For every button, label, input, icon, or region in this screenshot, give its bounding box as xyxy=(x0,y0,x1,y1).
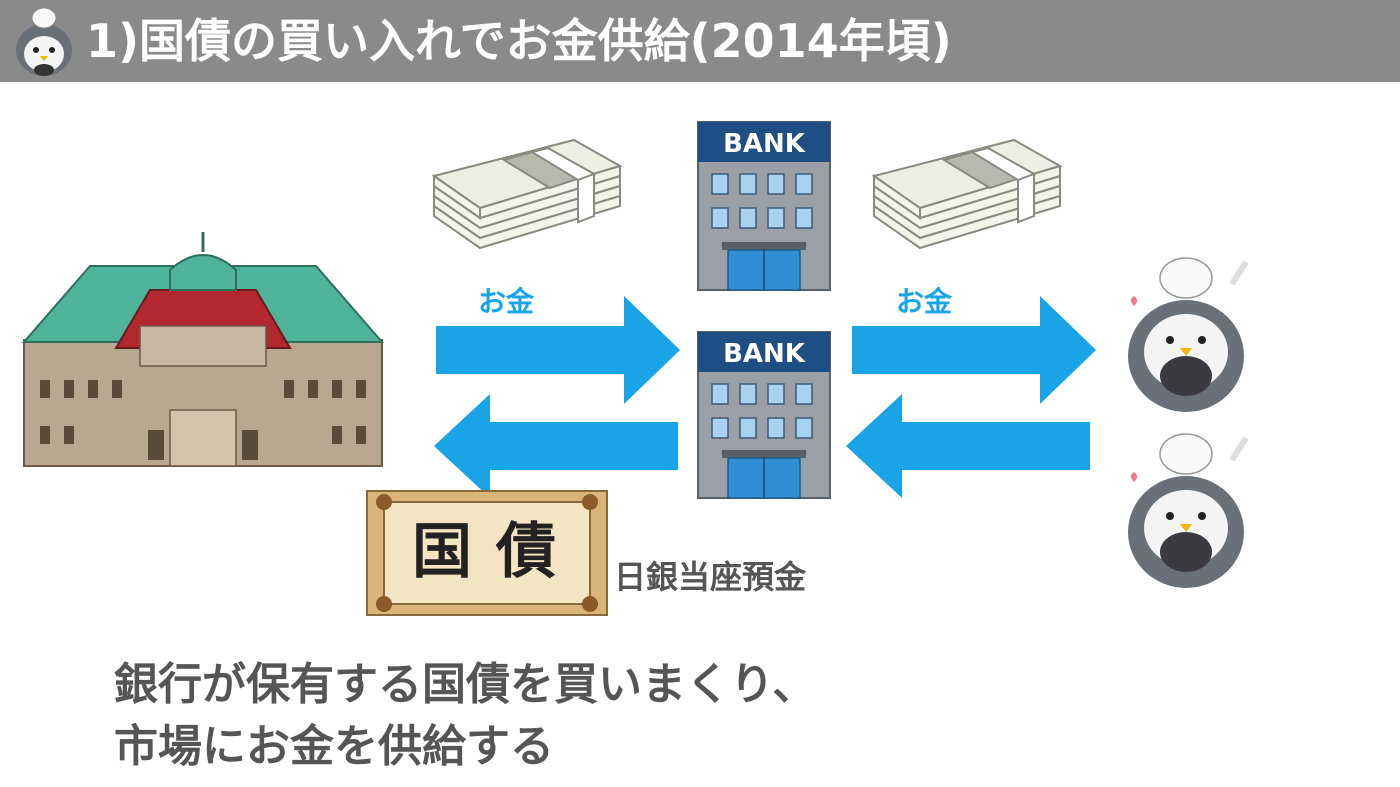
money-label-right: お金 xyxy=(896,285,953,318)
bond-label-1: 国 xyxy=(412,517,472,587)
arrow-left-icon xyxy=(434,394,678,498)
arrow-left-icon xyxy=(846,394,1090,498)
bank-building-icon: BANK xyxy=(697,121,831,291)
penguin-holding-cat-icon xyxy=(1128,257,1249,412)
bank-sign: BANK xyxy=(723,339,806,369)
bank-of-japan-building-icon xyxy=(21,232,385,467)
bank-building-icon: BANK xyxy=(697,331,831,499)
penguin-holding-cat-icon xyxy=(1128,433,1249,588)
money-label-left: お金 xyxy=(478,285,535,318)
title-bar: 1)国債の買い入れでお金供給(2014年頃) xyxy=(0,0,1400,82)
money-stack-icon xyxy=(871,138,1063,250)
current-account-deposit-label: 日銀当座預金 xyxy=(614,558,807,596)
arrow-right-icon xyxy=(852,296,1096,404)
bank-sign: BANK xyxy=(723,129,806,159)
summary-line-2: 市場にお金を供給する xyxy=(114,721,554,772)
arrow-right-icon xyxy=(436,296,680,404)
page-title: 1)国債の買い入れでお金供給(2014年頃) xyxy=(86,14,952,68)
money-stack-icon xyxy=(431,138,623,250)
penguin-mascot-icon xyxy=(16,7,72,76)
government-bond-plaque: 国 債 xyxy=(366,490,608,616)
bond-label-2: 債 xyxy=(496,517,556,587)
summary-line-1: 銀行が保有する国債を買いまくり、 xyxy=(114,659,817,710)
bond-frame-icon xyxy=(366,490,608,616)
